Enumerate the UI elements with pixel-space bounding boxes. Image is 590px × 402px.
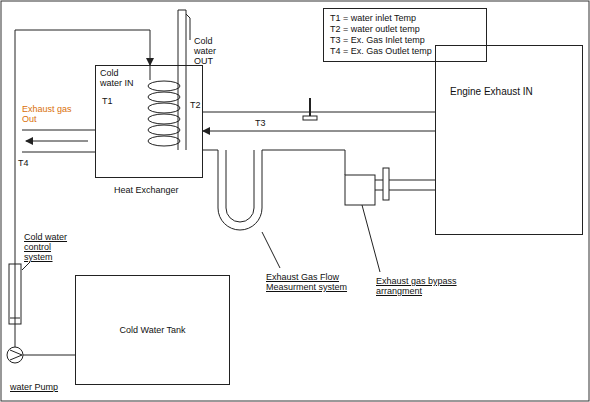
coil-winding: [148, 114, 180, 124]
exhaust-out-arrow: [26, 141, 88, 142]
label-text: Exhaust gas Out: [22, 104, 78, 124]
bypass-valve: [383, 168, 389, 200]
duct-wall: [262, 150, 345, 151]
valve-stem: [309, 98, 311, 118]
exhaust-out-duct: [22, 152, 95, 153]
heat-exchanger-coil: [148, 81, 180, 146]
tank-box: Cold Water Tank: [75, 275, 230, 385]
bypass-box: [345, 175, 375, 205]
legend-box: T1 = water inlet TempT2 = water outlet t…: [323, 8, 487, 62]
label-text: T1: [102, 96, 113, 106]
duct-wall: [203, 150, 218, 151]
label-text: Cold water IN: [100, 68, 140, 88]
coil-outlet-pipe: [178, 10, 186, 150]
node-text: Heat Exchanger: [114, 185, 179, 196]
label-text: Exhaust gas bypass arrangment: [376, 276, 466, 296]
leader-line: [22, 262, 30, 270]
control-valve: [10, 318, 20, 319]
valve-plate: [303, 116, 317, 120]
coil-winding: [148, 103, 180, 113]
exhaust-out-duct: [22, 130, 95, 131]
coil-winding: [148, 125, 180, 135]
node-text: Cold Water Tank: [82, 325, 223, 336]
node-text: T2 = water outlet temp: [330, 24, 480, 35]
label-text: Exhaust Gas Flow Measurment system: [266, 272, 371, 292]
duct-wall: [203, 112, 435, 113]
label-text: Cold water control system: [24, 232, 76, 262]
node-text: Engine Exhaust IN: [450, 86, 572, 97]
coil-winding: [148, 136, 180, 146]
u-tube-manometer: [218, 150, 262, 230]
u-tube-manometer: [226, 150, 254, 222]
label-text: T2: [190, 100, 201, 110]
water-pump-symbol: [10, 350, 22, 360]
label-text: Cold water OUT: [194, 36, 230, 66]
exhaust-gas-duct-flow: [203, 131, 435, 132]
edge-label: T3: [254, 118, 267, 128]
leader-line: [362, 205, 380, 272]
node-text: T4 = Ex. Gas Outlet temp: [330, 46, 480, 57]
label-text: water Pump: [10, 382, 58, 392]
label-text: T4: [18, 158, 29, 168]
coil-inlet-pipe: [150, 65, 151, 80]
control-valve: [9, 264, 21, 324]
control-valve: [15, 264, 16, 324]
bypass-pipe: [345, 150, 346, 175]
coil-winding: [148, 92, 180, 102]
node-text: T1 = water inlet Temp: [330, 13, 480, 24]
water-pump-symbol: [7, 347, 23, 363]
coil-winding: [148, 81, 180, 91]
outlet-spout: [186, 14, 190, 40]
engine-box: Engine Exhaust IN: [435, 45, 583, 235]
leader-line: [262, 232, 280, 268]
